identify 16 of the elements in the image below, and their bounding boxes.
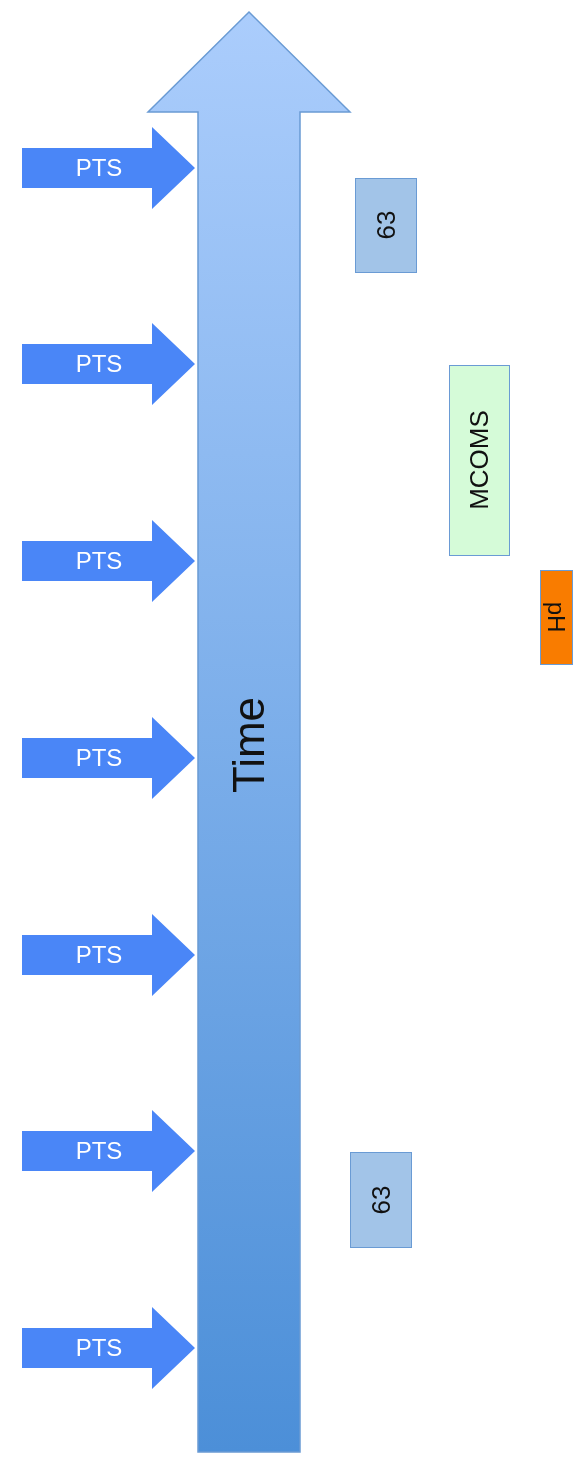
arrow-label: PTS <box>75 1139 123 1163</box>
arrow-label: PTS <box>75 549 123 573</box>
box-label: 63 <box>367 1185 394 1214</box>
axis-label: Time <box>227 696 271 794</box>
label-box <box>540 570 573 665</box>
number-box <box>350 1152 412 1248</box>
arrow-label: PTS <box>75 746 123 770</box>
arrow-label: PTS <box>75 943 123 967</box>
arrow-label: PTS <box>75 1336 123 1360</box>
box-label: MCOMS <box>466 410 492 510</box>
number-box <box>355 178 417 273</box>
box-label: 63 <box>372 210 399 240</box>
label-box <box>449 365 510 556</box>
arrow-label: PTS <box>75 352 123 376</box>
box-label: pH <box>544 601 568 633</box>
arrow-label: PTS <box>75 156 123 180</box>
